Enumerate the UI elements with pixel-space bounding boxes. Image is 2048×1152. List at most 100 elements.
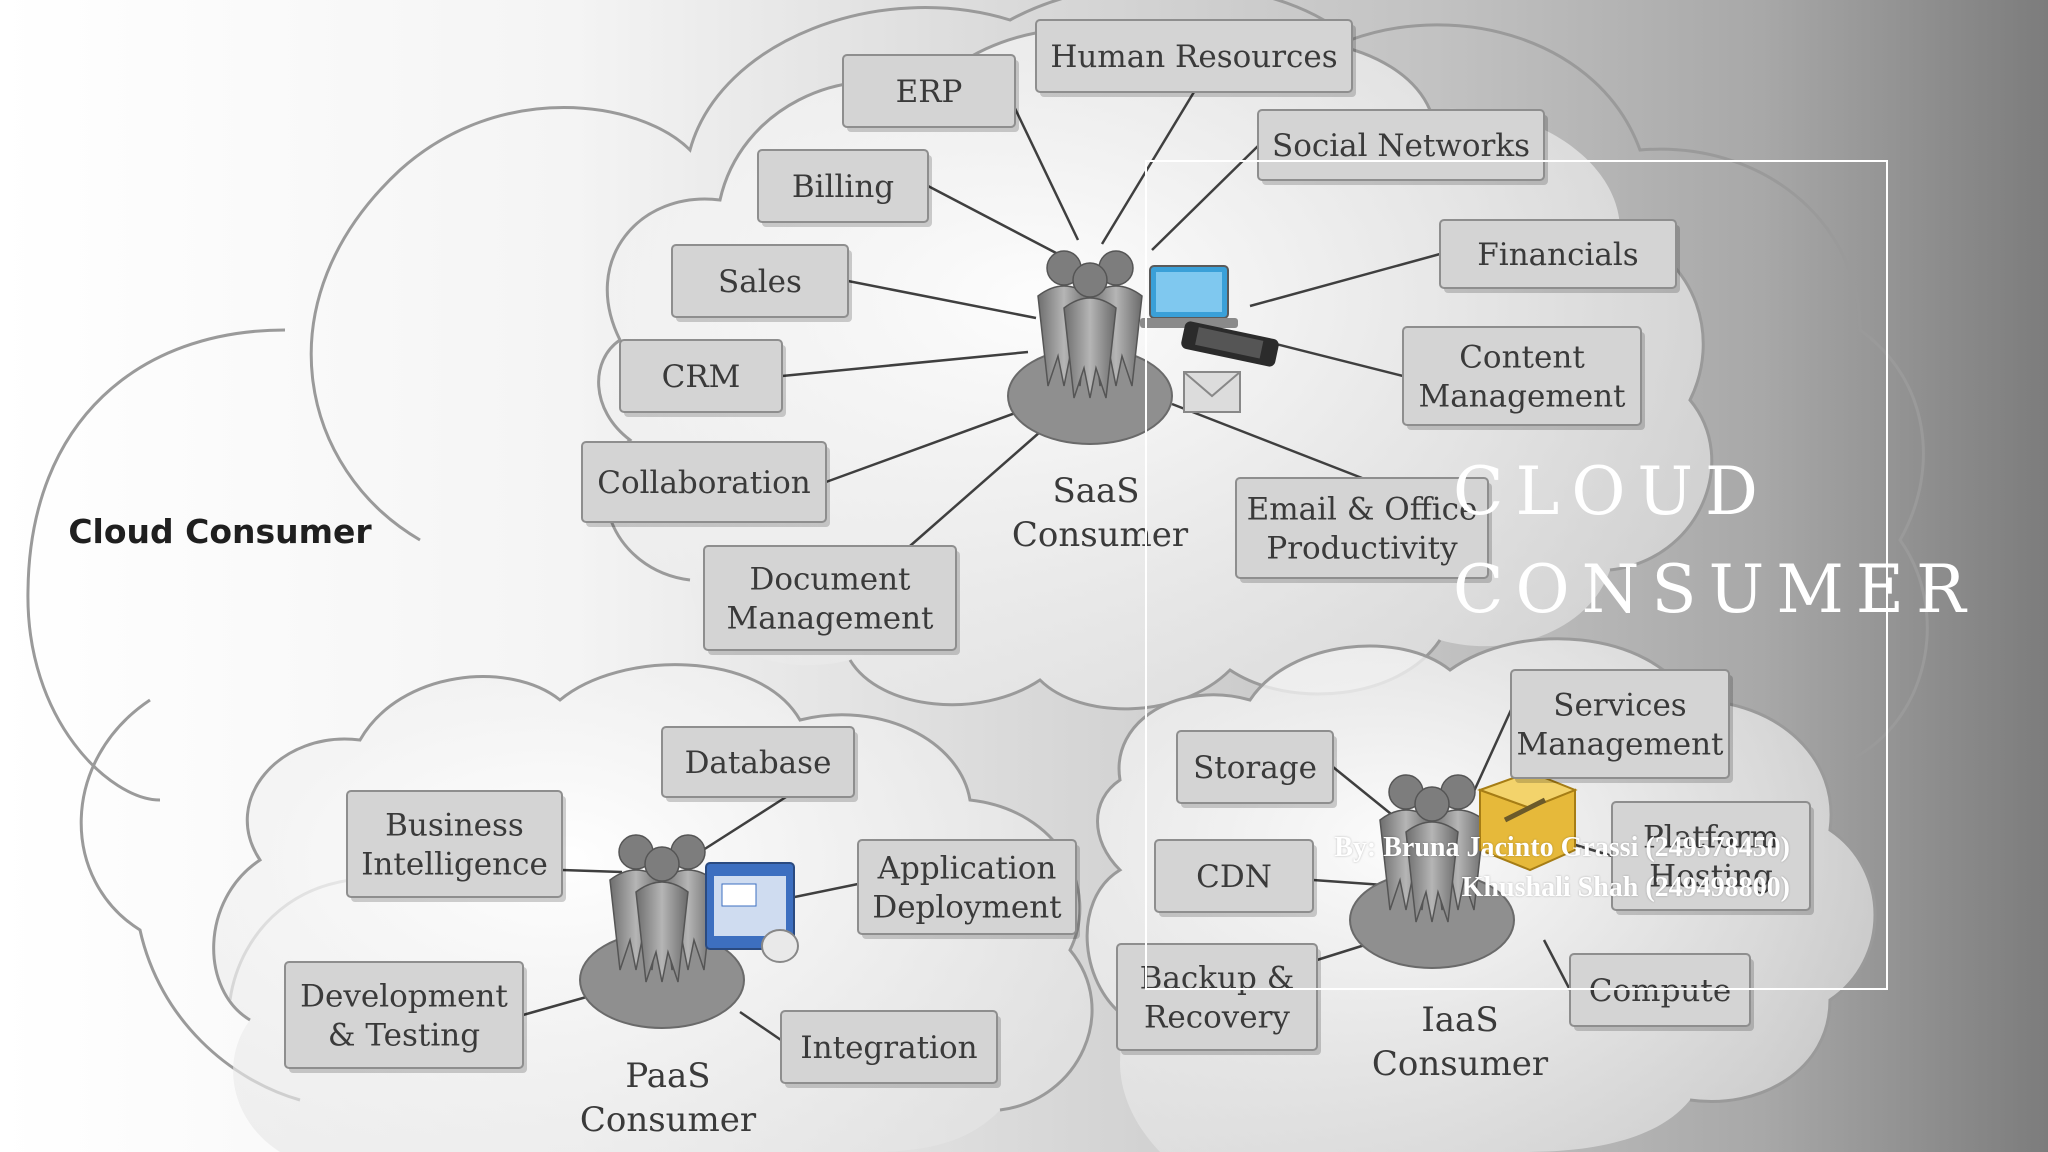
box-social-networks: Social Networks: [1257, 109, 1548, 185]
box-label-document-management-2: Management: [726, 601, 934, 637]
connector-storage: [1332, 766, 1397, 819]
connector-collaboration: [825, 410, 1019, 484]
box-frame: [1116, 943, 1318, 1051]
box-label-backup-recovery-1: Backup &: [1140, 961, 1295, 997]
box-frame: [1235, 477, 1489, 579]
connector-backup-recovery: [1316, 942, 1369, 962]
authors-prefix: By:: [1334, 832, 1377, 863]
box-frame: [842, 54, 1016, 128]
person-head-3: [1072, 262, 1108, 298]
author-1: Bruna Jacinto Grassi (249578450): [1383, 832, 1790, 863]
box-label-document-management-1: Document: [749, 562, 911, 598]
box-label-services-management-1: Services: [1553, 688, 1686, 724]
box-label-storage-1: Storage: [1193, 750, 1317, 786]
laptop-icon: [1140, 265, 1238, 328]
box-frame: [581, 441, 827, 523]
box-label-content-management-1: Content: [1459, 340, 1585, 376]
box-label-email-office-1: Email & Office: [1247, 492, 1478, 528]
author-line-1: By: Bruna Jacinto Grassi (249578450): [1200, 828, 1790, 868]
box-frame: [1569, 953, 1751, 1027]
box-label-erp-1: ERP: [896, 74, 963, 110]
box-database: Database: [661, 726, 858, 802]
connector-database: [699, 795, 787, 854]
connector-business-intelligence: [561, 868, 623, 874]
box-storage: Storage: [1176, 730, 1337, 808]
box-compute: Compute: [1569, 953, 1754, 1031]
box-label-email-office-2: Productivity: [1266, 531, 1458, 567]
connector-financials: [1249, 252, 1441, 308]
box-label-sales-1: Sales: [718, 264, 802, 300]
box-frame: [757, 149, 929, 223]
authors-block: By: Bruna Jacinto Grassi (249578450) Khu…: [1200, 828, 1790, 908]
box-frame: [1439, 219, 1677, 289]
box-label-application-deployment-1: Application: [877, 851, 1057, 887]
connector-services-management: [1468, 709, 1513, 801]
box-label-content-management-2: Management: [1418, 379, 1626, 415]
box-label-backup-recovery-2: Recovery: [1144, 1000, 1290, 1036]
connector-development-testing: [522, 994, 591, 1017]
box-frame: [346, 790, 563, 898]
box-backup-recovery: Backup &Recovery: [1116, 943, 1321, 1055]
box-frame: [1176, 730, 1334, 804]
box-label-collaboration-1: Collaboration: [597, 465, 811, 501]
box-label-application-deployment-2: Deployment: [872, 890, 1062, 926]
connector-sales: [847, 279, 1037, 320]
box-label-cdn-1: CDN: [1196, 859, 1272, 895]
connector-lines: [522, 91, 1613, 1042]
connector-content-management: [1259, 338, 1404, 378]
box-frame: [671, 244, 849, 318]
connector-human-resources: [1100, 91, 1196, 245]
box-label-business-intelligence-2: Intelligence: [361, 847, 548, 883]
title-frame: [1145, 160, 1888, 990]
box-sales: Sales: [671, 244, 852, 322]
box-label-social-networks-1: Social Networks: [1272, 128, 1530, 164]
box-label-database-1: Database: [685, 745, 832, 781]
box-crm: CRM: [619, 339, 786, 417]
connector-social-networks: [1151, 145, 1259, 251]
iaas-consumer-label-line2: Consumer: [1372, 1044, 1549, 1084]
box-frame: [661, 726, 855, 798]
connector-document-management: [909, 431, 1041, 547]
paas-consumer-label-line1: PaaS: [625, 1056, 710, 1096]
slide-title-line1: CLOUD: [1453, 453, 1770, 530]
envelope-icon: [1183, 371, 1241, 413]
slide-title: CLOUD CONSUMER: [1453, 443, 2013, 639]
box-cdn: CDN: [1154, 839, 1317, 917]
box-frame: [1402, 326, 1642, 426]
person-head-3: [1414, 786, 1450, 822]
box-billing: Billing: [757, 149, 932, 227]
box-frame: [619, 339, 783, 413]
box-erp: ERP: [842, 54, 1019, 132]
consumer-figures: [579, 250, 1515, 1029]
saas-consumer-label-line1: SaaS: [1052, 471, 1139, 511]
box-label-integration-1: Integration: [800, 1030, 977, 1066]
connector-erp: [1008, 97, 1080, 241]
box-development-testing: Development& Testing: [284, 961, 527, 1073]
connector-billing: [927, 184, 1059, 256]
person-body-3: [1405, 821, 1459, 923]
iaas-people-group-icon: [1349, 774, 1515, 969]
box-frame: [1510, 669, 1730, 779]
author-line-2: Khushali Shah (249498800): [1200, 868, 1790, 908]
phone-icon: [1181, 321, 1279, 367]
box-label-development-testing-1: Development: [300, 979, 508, 1015]
iaas-consumer-label-line1: IaaS: [1421, 1000, 1498, 1040]
paas-people-group-icon: [579, 834, 745, 1029]
paas-consumer-label-line2: Consumer: [580, 1100, 757, 1140]
box-label-business-intelligence-1: Business: [385, 808, 524, 844]
box-frame: [703, 545, 957, 651]
person-body-3: [635, 881, 689, 983]
connector-compute: [1542, 939, 1572, 991]
box-frame: [1035, 19, 1353, 93]
box-label-financials-1: Financials: [1477, 237, 1638, 273]
box-frame: [780, 1010, 998, 1084]
